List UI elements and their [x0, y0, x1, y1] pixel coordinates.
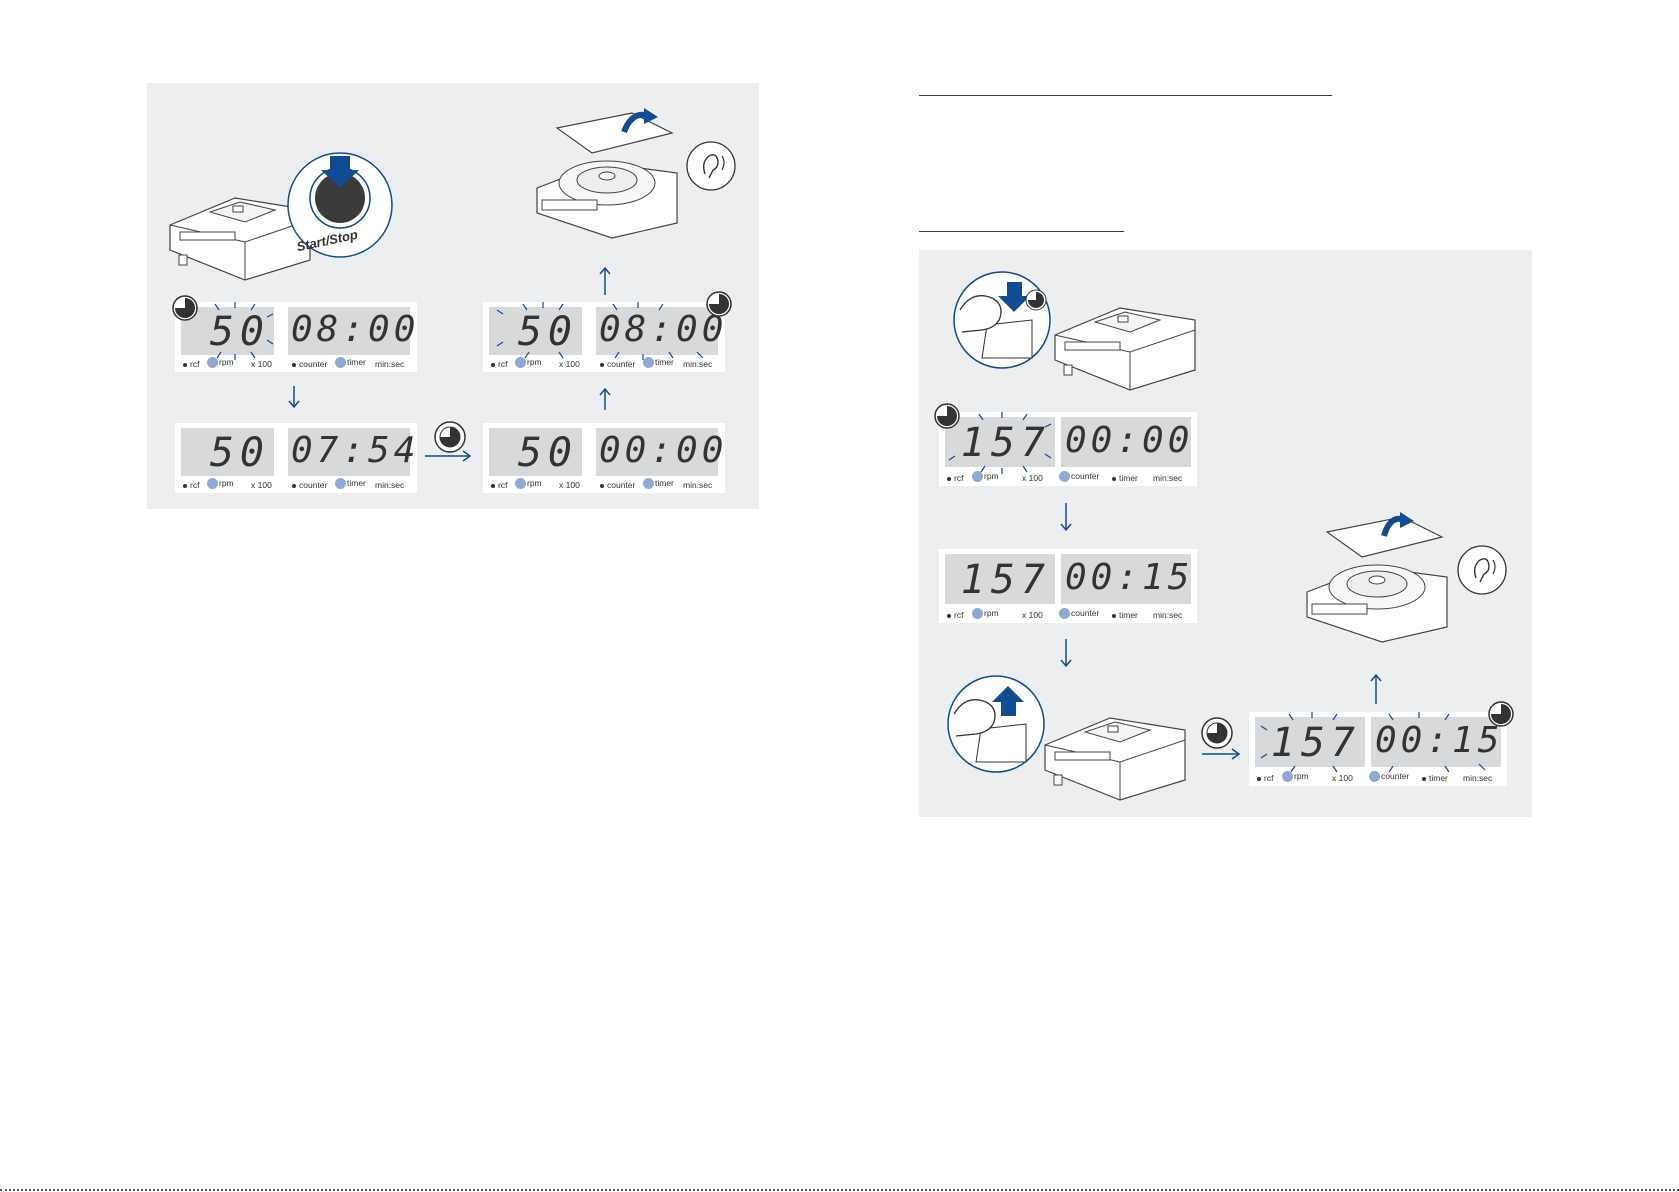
- arrow-right-icon: [425, 450, 472, 462]
- display-left-4: 50 08:00 rcf rpm x 100 counter timer min…: [483, 291, 732, 372]
- display-left-1: 50 08:00 rcf rpm x 100 counter timer min…: [172, 295, 420, 372]
- heading-rule-1: [919, 95, 1332, 96]
- centrifuge-open-illustration: [1306, 512, 1448, 643]
- speed-readout: 50: [209, 430, 270, 476]
- time-readout: 00:15: [1065, 557, 1194, 598]
- arrow-down-icon: [288, 386, 300, 409]
- arrow-up-icon: [599, 387, 611, 410]
- blink-rays: [1260, 712, 1486, 773]
- finger-press-callout: [953, 271, 1051, 369]
- centrifuge-closed-illustration: [169, 197, 311, 281]
- arrow-up-icon: [599, 266, 611, 295]
- speed-readout: 157: [1270, 720, 1361, 766]
- arrow-down-icon: [1060, 639, 1072, 668]
- centrifuge-closed-illustration: [1044, 717, 1186, 801]
- arrow-down-icon: [1060, 503, 1072, 532]
- press-arrow-icon: [321, 156, 359, 188]
- speed-readout: 50: [517, 309, 578, 355]
- heading-rule-2: [919, 231, 1124, 232]
- release-up-arrow-icon: [992, 686, 1024, 716]
- blink-rays: [496, 302, 704, 360]
- blink-rays: [948, 412, 1052, 474]
- display-right-1: 157 00:00 rcf rpm x 100 counter timer mi…: [934, 403, 1197, 486]
- finger-release-callout: [947, 675, 1045, 773]
- arrow-right-icon: [1202, 748, 1241, 760]
- time-readout: 07:54: [291, 430, 420, 471]
- page-bottom-border: [0, 1189, 1679, 1191]
- speed-readout: 50: [517, 430, 578, 476]
- timer-icon: [706, 291, 732, 317]
- speed-readout: 157: [960, 557, 1051, 603]
- timer-icon: [1488, 701, 1514, 727]
- display-left-3: 50 00:00 rcf rpm x 100 counter timer min…: [483, 423, 725, 493]
- display-right-2: 157 00:15 rcf rpm x 100 counter timer mi…: [939, 549, 1197, 623]
- speed-readout: 50: [209, 309, 270, 355]
- centrifuge-closed-illustration: [1054, 307, 1196, 391]
- time-readout: 00:00: [599, 430, 728, 471]
- timer-icon: [434, 421, 466, 453]
- blink-rays: [214, 302, 274, 360]
- centrifuge-open-illustration: [536, 108, 678, 239]
- start-stop-zoom-callout: [287, 152, 393, 258]
- speed-readout: 157: [960, 420, 1051, 466]
- arrow-up-icon: [1370, 673, 1382, 704]
- press-down-arrow-icon: [998, 282, 1030, 312]
- timer-icon: [1201, 717, 1233, 749]
- display-right-3: 157 00:15 rcf rpm x 100 counter timer mi…: [1249, 701, 1514, 786]
- time-readout: 08:00: [291, 309, 420, 350]
- timer-icon: [934, 403, 960, 429]
- time-readout: 08:00: [599, 309, 728, 350]
- display-left-2: 50 07:54 rcf rpm x 100 counter timer min…: [175, 423, 417, 493]
- timer-icon: [172, 295, 198, 321]
- ear-icon: [1457, 545, 1507, 595]
- time-readout: 00:15: [1375, 720, 1504, 761]
- ear-icon: [686, 141, 736, 191]
- time-readout: 00:00: [1065, 420, 1194, 461]
